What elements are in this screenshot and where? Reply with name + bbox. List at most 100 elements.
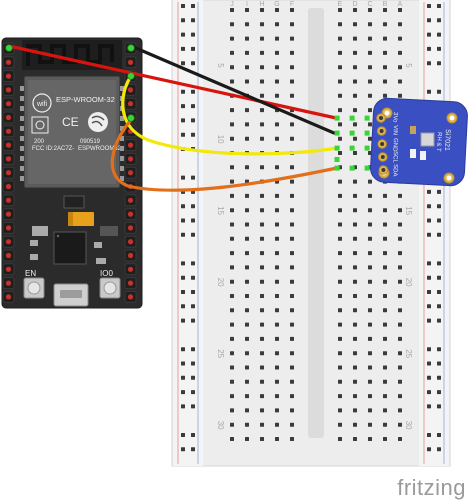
- header-pins-right: [124, 42, 137, 303]
- connected-hole: [349, 130, 355, 136]
- header-pins-left: [2, 42, 15, 303]
- center-channel: [308, 8, 324, 438]
- sensor-pin-label: VIN: [391, 125, 398, 135]
- pin-pad: [5, 73, 12, 79]
- pin-pad: [127, 87, 134, 93]
- row-number: 5: [216, 63, 225, 68]
- connected-hole: [334, 115, 340, 121]
- io0-button-label: IO0: [100, 269, 113, 278]
- row-number: 30: [404, 421, 413, 430]
- pin-pad: [5, 197, 12, 203]
- connected-hole: [364, 130, 370, 136]
- pin-pad: [127, 294, 134, 300]
- pin-pad: [5, 101, 12, 107]
- pin-pad: [5, 239, 12, 245]
- column-letter: I: [246, 1, 248, 8]
- tantalum-capacitor: [68, 212, 94, 226]
- column-letter: G: [274, 1, 279, 8]
- pin-pad: [5, 280, 12, 286]
- pin-pad: [127, 239, 134, 245]
- fritzing-logo: fritzing: [397, 475, 466, 500]
- espressif-logo-icon: [88, 112, 108, 132]
- column-letter: C: [367, 1, 372, 8]
- pin-pad: [5, 114, 12, 121]
- wire-yellow[interactable]: [121, 74, 339, 156]
- ce-mark-icon: CE: [62, 115, 79, 129]
- sensor-chip: [420, 132, 435, 147]
- module-label: ESP-WROOM-32: [56, 95, 115, 104]
- pin-pad: [127, 142, 134, 148]
- certification-icon: [31, 116, 49, 134]
- cert-line-1: FCC ID:2AC7Z-: [32, 146, 74, 152]
- sensor-name: Si7021: [443, 129, 451, 151]
- pin-pad: [5, 87, 12, 93]
- esp32-dev-board: wifi ESP-WROOM-32 CE FCC ID:2AC7Z- ESPWR…: [1, 37, 143, 309]
- wires: [5, 44, 370, 192]
- pin-pad: [5, 142, 12, 148]
- row-number: 5: [404, 63, 413, 68]
- pin-pad: [5, 211, 12, 217]
- column-letter: A: [398, 1, 403, 8]
- pin-pad: [127, 211, 134, 217]
- connected-holes: [334, 115, 370, 171]
- sensor-pin-label: GND: [391, 138, 398, 152]
- column-letter: D: [352, 1, 357, 8]
- en-button[interactable]: [23, 277, 45, 299]
- connected-hole: [334, 145, 340, 151]
- row-number: 30: [216, 421, 225, 430]
- wire-red[interactable]: [7, 44, 338, 120]
- column-letter: E: [338, 1, 343, 8]
- connected-hole: [334, 157, 340, 162]
- connected-hole: [334, 130, 340, 136]
- pin-pad: [5, 59, 12, 65]
- row-number: 25: [404, 349, 413, 358]
- pin-pad: [127, 59, 134, 65]
- pin-pad: [127, 156, 134, 162]
- column-letter: H: [259, 1, 264, 8]
- pin-pad: [127, 225, 134, 231]
- pin-pad: [127, 197, 134, 203]
- column-letter: J: [230, 1, 234, 8]
- wire-endpoint: [127, 72, 135, 80]
- connected-hole: [364, 115, 370, 121]
- wire-endpoint: [127, 44, 135, 52]
- sensor-pin-label: 3Vo: [391, 112, 398, 123]
- cert-line-2: ESPWROOM32: [78, 146, 122, 152]
- sensor-pin-label: SCL: [391, 151, 398, 164]
- pin-pad: [5, 252, 12, 259]
- connected-hole: [349, 165, 355, 171]
- column-letter: B: [383, 1, 388, 8]
- wire-endpoint: [127, 114, 135, 122]
- pin-pad: [5, 156, 12, 162]
- io0-button[interactable]: [99, 277, 121, 299]
- row-number: 15: [404, 206, 413, 215]
- pin-pad: [5, 266, 12, 272]
- pin-pad: [127, 266, 134, 272]
- cert-line-3: 200: [34, 139, 45, 145]
- pin-pad: [5, 225, 12, 231]
- row-number: 20: [216, 278, 225, 287]
- wire-black[interactable]: [129, 44, 336, 135]
- pin-pad: [127, 252, 134, 259]
- pin-pad: [5, 183, 12, 190]
- pin-pad: [127, 101, 134, 107]
- pin-pad: [5, 170, 12, 176]
- wire-endpoint: [5, 44, 13, 52]
- row-number: 25: [216, 349, 225, 358]
- wire-orange[interactable]: [110, 118, 339, 192]
- sensor-pin-label: SDA: [391, 164, 398, 177]
- connected-hole: [349, 115, 355, 121]
- connected-hole: [364, 165, 370, 171]
- connected-hole: [364, 145, 370, 151]
- usb-uart-chip: [53, 231, 87, 265]
- row-number: 15: [216, 206, 225, 215]
- sensor-subtitle: RH & T: [435, 132, 442, 152]
- pin-pad: [5, 128, 12, 134]
- pin-pad: [127, 280, 134, 286]
- connected-hole: [349, 145, 355, 151]
- wifi-icon: wifi: [32, 93, 52, 113]
- pin-pad: [127, 170, 134, 176]
